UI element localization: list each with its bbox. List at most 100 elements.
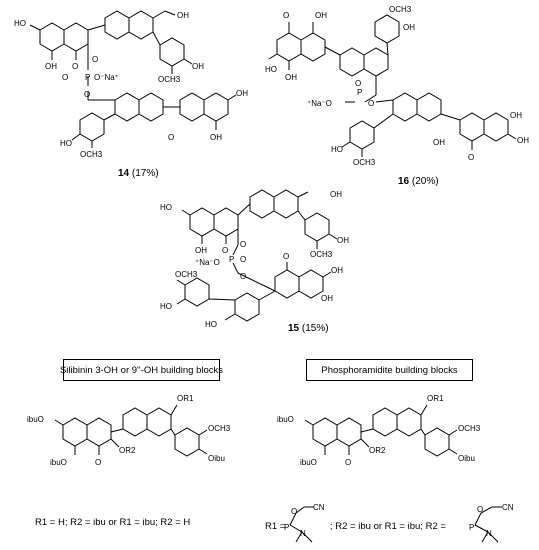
c14-ho-lower: HO (60, 139, 72, 148)
c16-o-link: O (368, 99, 374, 108)
c15-o-link1: O (240, 240, 246, 249)
frag2-cn: CN (502, 503, 514, 512)
compound-15-label: 15 (15%) (288, 323, 329, 334)
compound-15-number: 15 (288, 323, 300, 334)
c14-o-carbonyl: O (72, 62, 78, 71)
c16-oh-top: OH (315, 11, 327, 20)
right-bb-or1: OR1 (427, 394, 444, 403)
c15-o-link2: O (240, 272, 246, 281)
compound-14-lower-unit (71, 92, 237, 148)
c16-ho-a: HO (265, 65, 277, 74)
compound-15-phosphate (232, 244, 239, 274)
c14-oh-lower-a: OH (210, 133, 222, 142)
c16-na-o: ⁺Na⁻O (307, 99, 332, 108)
c16-o-lower: O (468, 153, 474, 162)
c15-ho-a: HO (160, 203, 172, 212)
c15-ho-lower-b: HO (205, 320, 217, 329)
c14-ona: O⁻Na⁺ (94, 73, 119, 82)
frag1-p: P (284, 523, 289, 532)
compound-15-upper-unit (181, 189, 338, 249)
right-bb-ibuo-b: ibuO (300, 458, 317, 467)
c14-oh-e: OH (192, 62, 204, 71)
left-bb-ibuo-b: ibuO (50, 458, 67, 467)
c16-oh-lower-a: OH (510, 111, 522, 120)
c15-o-carbonyl: O (222, 246, 228, 255)
right-definition: ; R2 = ibu or R1 = ibu; R2 = (330, 521, 446, 532)
c14-o-dbl: O (62, 73, 68, 82)
c15-ho-lower: HO (160, 302, 172, 311)
right-bb-ibuo-a: ibuO (277, 415, 294, 424)
compound-16-upper-unit (268, 14, 400, 95)
left-bb-ibuo-a: ibuO (27, 415, 44, 424)
compound-16-number: 16 (398, 176, 410, 187)
c15-oh-top: OH (330, 190, 342, 199)
c15-och3-e: OCH3 (310, 250, 333, 259)
c16-oh-lower-b: OH (517, 136, 529, 145)
compound-14-yield: (17%) (131, 168, 159, 179)
left-bb-or2: OR2 (119, 446, 136, 455)
frag1-o: O (291, 507, 297, 516)
frag2-o: O (477, 505, 483, 514)
compound-15-yield: (15%) (301, 323, 329, 334)
right-bb-or2: OR2 (369, 446, 386, 455)
compound-14-number: 14 (118, 168, 130, 179)
c16-p: P (357, 88, 362, 97)
c15-och3-lower: OCH3 (175, 270, 198, 279)
left-building-block-structure: OR1 OCH3 Oibu ibuO ibuO O OR2 (27, 394, 231, 467)
frag2-n: N (486, 529, 492, 538)
c16-oh-e: OH (403, 23, 415, 32)
c14-p: P (85, 73, 90, 82)
right-definition-r1-label: R1 = (265, 521, 286, 532)
compound-14-label: 14 (17%) (118, 168, 159, 179)
left-bb-or1: OR1 (177, 394, 194, 403)
right-building-block-structure: OR1 OCH3 Oibu ibuO ibuO O OR2 (277, 394, 481, 467)
c16-och3-top: OCH3 (389, 5, 412, 14)
compound-16-structure: O OH OCH3 OH HO OH P O ⁺Na⁻O O OH OH O O… (265, 5, 529, 167)
frag1-n: N (300, 529, 306, 538)
c16-o-dbl: O (355, 79, 361, 88)
right-bb-och3: OCH3 (458, 424, 481, 433)
c16-oh-lower-c: OH (433, 138, 445, 147)
c15-na-o: ⁺Na⁻O (195, 258, 220, 267)
c15-p: P (229, 255, 234, 264)
right-panel-title: Phosphoramidite building blocks (306, 359, 473, 381)
c14-oh-a: OH (45, 62, 57, 71)
right-bb-oibu: Oibu (458, 454, 475, 463)
frag1-cn: CN (313, 503, 325, 512)
c15-oh-lower-b: OH (321, 294, 333, 303)
left-panel-title: Silibinin 3-OH or 9''-OH building blocks (60, 359, 223, 381)
c14-o-lower: O (168, 133, 174, 142)
c16-ho-lower: HO (331, 145, 343, 154)
left-bb-oibu: Oibu (208, 454, 225, 463)
compound-16-yield: (20%) (411, 176, 439, 187)
compound-16-label: 16 (20%) (398, 176, 439, 187)
c14-ho-a: HO (14, 19, 26, 28)
c14-och3-lower: OCH3 (80, 150, 103, 159)
c15-oh-a: OH (195, 246, 207, 255)
compound-14-upper-unit (29, 10, 193, 74)
right-bb-o-carbonyl: O (345, 458, 351, 467)
c14-oh-lower-b: OH (236, 89, 248, 98)
c16-o-top: O (283, 11, 289, 20)
compound-15-lower-unit (176, 262, 332, 322)
right-definition-fragment-1: O CN P N (284, 503, 325, 543)
left-bb-och3: OCH3 (208, 424, 231, 433)
right-definition-fragment-2: O CN P N (469, 503, 514, 543)
compound-16-phosphate (345, 94, 377, 103)
compound-15-structure: OH HO OH O OH OCH3 O P O ⁺Na⁻O O O OH OH… (160, 189, 349, 329)
left-definition: R1 = H; R2 = ibu or R1 = ibu; R2 = H (35, 517, 191, 528)
c14-oh-top: OH (177, 11, 189, 20)
c15-o-lower: O (283, 252, 289, 261)
c15-oh-e: OH (337, 236, 349, 245)
c14-och3-e: OCH3 (158, 75, 181, 84)
c14-o-link2: O (84, 90, 90, 99)
compound-16-lower-unit (341, 92, 517, 157)
c15-o-dbl: O (240, 255, 246, 264)
left-bb-o-carbonyl: O (95, 458, 101, 467)
c15-oh-lower-a: OH (331, 266, 343, 275)
c14-o-link1: O (92, 55, 98, 64)
frag2-p: P (469, 523, 474, 532)
compound-14-structure: HO OH O O P O O⁻Na⁺ O OH OH OCH3 HO OCH3… (14, 10, 248, 159)
c16-oh-a: OH (285, 73, 297, 82)
c16-och3-lower: OCH3 (353, 158, 376, 167)
